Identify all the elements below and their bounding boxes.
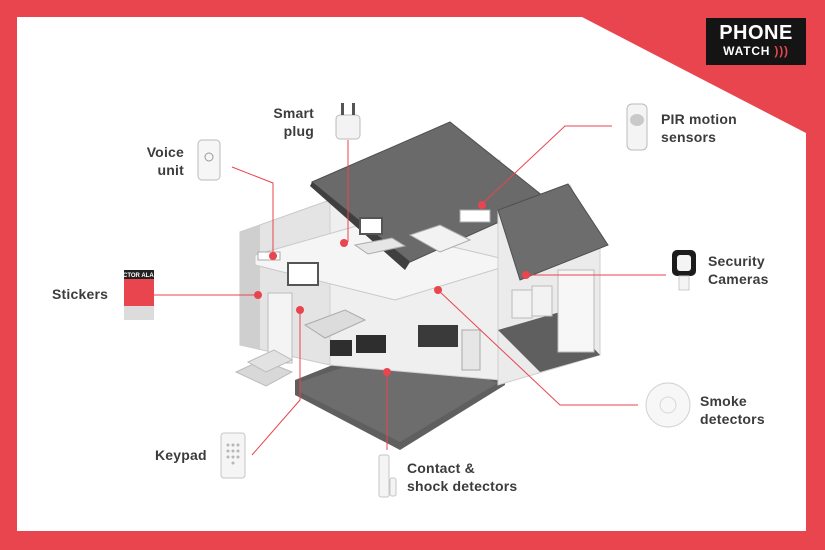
dot-voice-unit: [269, 252, 277, 260]
label-pir-line2: sensors: [661, 129, 717, 145]
device-dots: [254, 201, 530, 376]
label-smoke-line1: Smoke: [700, 393, 747, 409]
kitchen-counter: [418, 325, 458, 347]
dot-smart-plug: [340, 239, 348, 247]
line-pir: [481, 125, 612, 205]
dot-contact: [383, 368, 391, 376]
line-keypad: [251, 310, 301, 456]
keypad-icon: [220, 432, 246, 479]
camera-icon: [672, 250, 696, 291]
voice-unit-icon: [197, 139, 221, 181]
label-voice-unit: Voice unit: [132, 143, 184, 179]
smoke-detector-icon: [645, 382, 691, 428]
signal-icon: ))): [770, 44, 789, 58]
aircon: [459, 209, 491, 223]
smart-plug-icon: [335, 103, 361, 140]
sofa: [303, 309, 367, 339]
front-post: [240, 225, 260, 350]
dot-pir: [478, 201, 486, 209]
label-smart-plug-line1: Smart: [273, 105, 314, 121]
kitchen-island-right: [356, 335, 386, 353]
washing-machine: [511, 289, 533, 319]
label-pir: PIR motion sensors: [661, 110, 771, 146]
dot-stickers: [254, 291, 262, 299]
label-smart-plug: Smart plug: [266, 104, 314, 140]
side-roof: [497, 183, 609, 281]
label-keypad-line1: Keypad: [155, 447, 207, 463]
desk-monitor: [359, 217, 383, 235]
label-contact: Contact & shock detectors: [407, 459, 547, 495]
connector-lines: [142, 125, 666, 456]
logo-line1: PHONE: [719, 22, 793, 44]
label-stickers: Stickers: [52, 285, 122, 303]
label-contact-line2: shock detectors: [407, 478, 518, 494]
label-smoke: Smoke detectors: [700, 392, 790, 428]
contact-detector-icon: [378, 454, 397, 498]
label-cameras-line1: Security: [708, 253, 765, 269]
dot-keypad: [296, 306, 304, 314]
side-door: [557, 269, 595, 353]
pir-sensor-icon: [626, 103, 648, 151]
kitchen-island-left: [330, 340, 352, 356]
label-keypad: Keypad: [155, 446, 225, 464]
dot-smoke: [434, 286, 442, 294]
label-voice-unit-line2: unit: [157, 162, 184, 178]
label-stickers-line1: Stickers: [52, 286, 109, 302]
line-smoke: [437, 289, 638, 406]
bed: [408, 224, 472, 253]
sticker-icon: SECTOR ALARM: [115, 270, 163, 320]
logo-line2-text: WATCH: [723, 44, 771, 58]
fridge: [461, 329, 481, 371]
steps-upper: [246, 349, 294, 373]
dot-cameras: [522, 271, 530, 279]
tv: [287, 262, 319, 286]
label-smart-plug-line2: plug: [283, 123, 314, 139]
sticker-text: SECTOR ALARM: [115, 273, 163, 279]
desk: [353, 237, 407, 255]
side-floor: [498, 312, 600, 372]
label-voice-unit-line1: Voice: [146, 144, 184, 160]
label-security-cameras: Security Cameras: [708, 252, 798, 288]
label-contact-line1: Contact &: [407, 460, 475, 476]
logo-line2: WATCH ))): [706, 44, 806, 58]
dryer: [531, 285, 553, 317]
line-voice-unit: [231, 166, 274, 256]
phonewatch-logo: PHONE WATCH ))): [706, 18, 806, 65]
label-pir-line1: PIR motion: [661, 111, 737, 127]
label-cameras-line2: Cameras: [708, 271, 769, 287]
label-smoke-line2: detectors: [700, 411, 765, 427]
